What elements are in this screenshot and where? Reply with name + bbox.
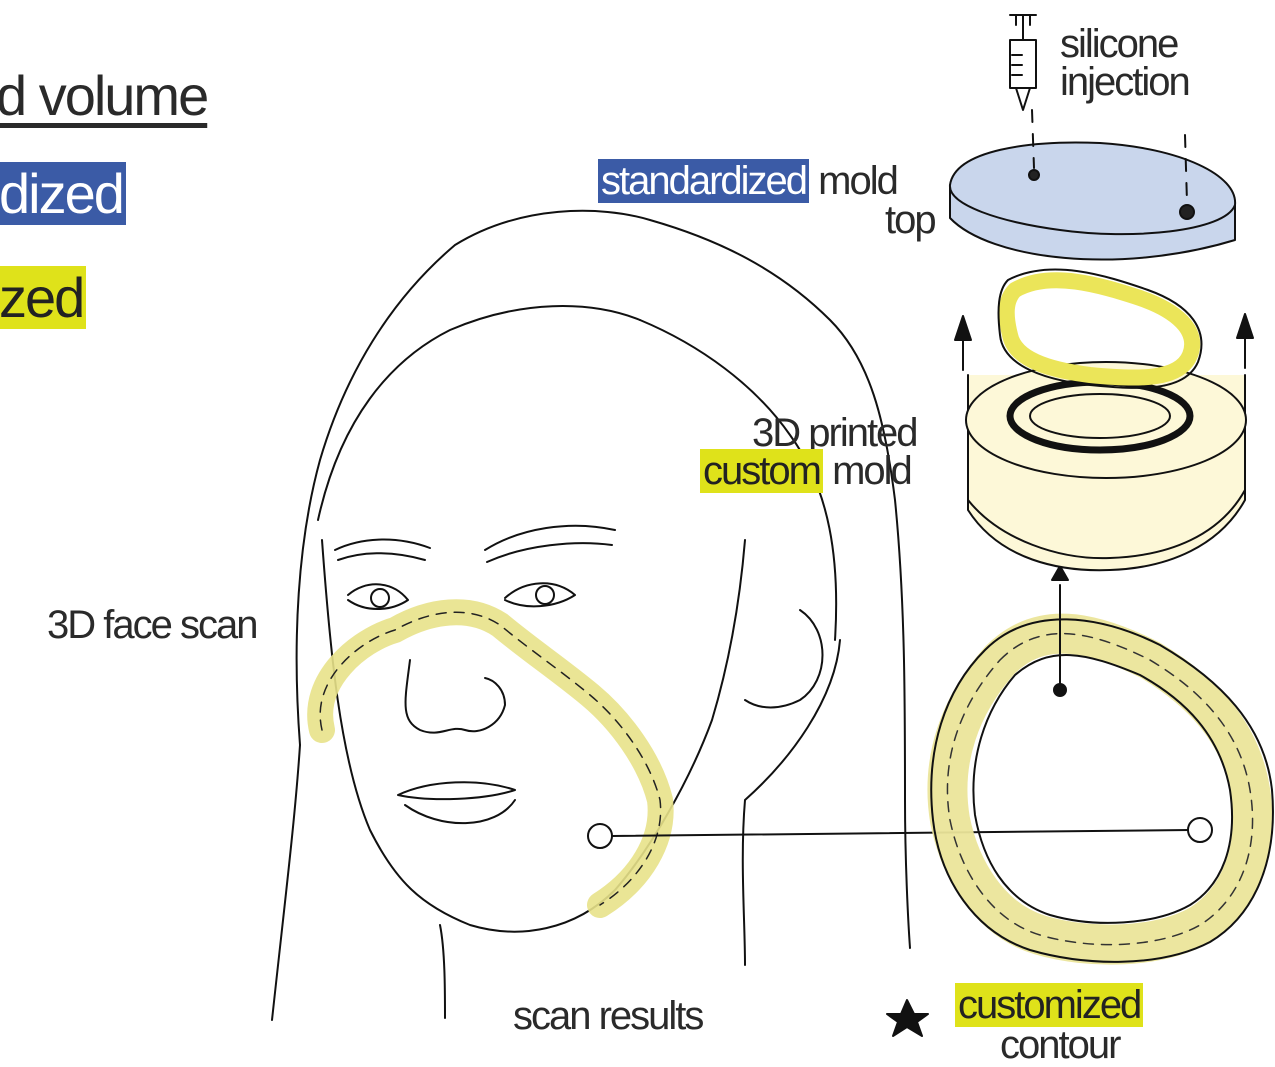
connector-line xyxy=(612,830,1190,836)
contour-anchor-dot xyxy=(1054,684,1066,696)
custom-highlight: custom xyxy=(700,449,823,493)
hair-inner-left xyxy=(318,306,640,520)
legend-yellow-label: zed xyxy=(0,270,86,326)
hair-right-strand xyxy=(743,640,840,965)
legend-blue-highlight: dized xyxy=(0,162,126,225)
standardized-highlight: standardized xyxy=(598,159,809,203)
left-side-arrow-head xyxy=(955,316,971,340)
right-eyebrow xyxy=(485,526,615,562)
face-mask-dash xyxy=(320,612,660,905)
hair-left-strand xyxy=(272,745,300,1020)
nose xyxy=(406,660,505,733)
face-outline xyxy=(322,540,745,932)
left-iris xyxy=(371,589,389,607)
star-icon xyxy=(887,1000,928,1036)
injection-label: injection xyxy=(1060,62,1189,102)
left-eyebrow xyxy=(335,540,430,560)
lower-lip xyxy=(405,800,515,823)
neck-line xyxy=(440,925,445,1018)
custom-mold-word: mold xyxy=(832,449,911,493)
scan-results-label: scan results xyxy=(513,996,702,1036)
silicone-label: silicone xyxy=(1060,24,1177,64)
right-iris xyxy=(536,586,554,604)
legend-yellow-highlight: zed xyxy=(0,266,86,329)
connector-node-left xyxy=(588,824,612,848)
contour-ring xyxy=(947,634,1252,945)
syringe-icon xyxy=(1010,15,1036,110)
customized-highlight: customized xyxy=(955,983,1143,1027)
customized-label: customized xyxy=(955,985,1143,1025)
contour-label: contour xyxy=(1000,1025,1119,1065)
face-mask-contour xyxy=(320,612,660,905)
custom-mold-label: custom mold xyxy=(700,451,911,491)
ear xyxy=(745,610,823,708)
mold-top-hole-right xyxy=(1180,205,1194,219)
legend-blue-label: dized xyxy=(0,166,126,222)
upper-lip xyxy=(398,782,515,799)
left-eye xyxy=(348,584,408,609)
printed-label: 3D printed xyxy=(752,413,917,453)
right-side-arrow-head xyxy=(1237,314,1253,338)
mold-top-hole-left xyxy=(1029,170,1039,180)
top-label: top xyxy=(885,200,935,240)
connector-node-right xyxy=(1188,818,1212,842)
face-scan-label: 3D face scan xyxy=(47,605,256,645)
standardized-mold-label: standardized mold xyxy=(598,161,897,201)
mold-word: mold xyxy=(818,159,897,203)
legend-volume-label: d volume xyxy=(0,68,207,124)
